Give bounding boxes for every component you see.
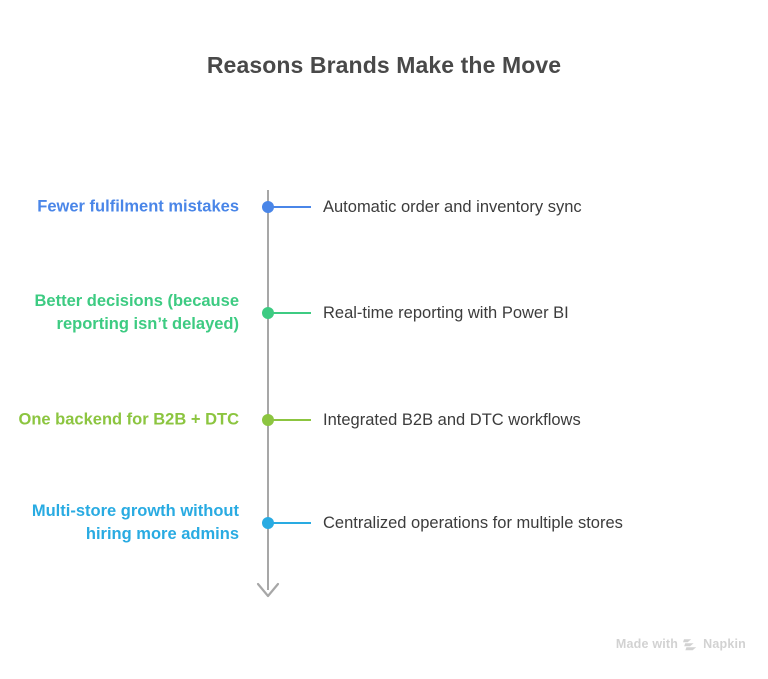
watermark-text: Made with xyxy=(615,637,679,651)
napkin-logo-icon xyxy=(683,638,698,651)
timeline-left-label-3: One backend for B2B + DTC xyxy=(18,410,239,429)
timeline-axis-line xyxy=(267,190,269,590)
timeline-right-label-2: Real-time reporting with Power BI xyxy=(323,304,569,322)
timeline-right-label-3: Integrated B2B and DTC workflows xyxy=(323,411,581,429)
page-title: Reasons Brands Make the Move xyxy=(206,52,562,78)
timeline-dot-1[interactable] xyxy=(262,201,274,213)
timeline-dot-2[interactable] xyxy=(262,307,274,319)
timeline-connector-2 xyxy=(272,312,311,314)
timeline-right-label-4: Centralized operations for multiple stor… xyxy=(323,514,623,532)
timeline-arrow-icon xyxy=(256,582,280,600)
timeline-left-label-4: Multi-store growth without hiring more a… xyxy=(31,502,239,543)
timeline-left-label-1: Fewer fulfilment mistakes xyxy=(37,197,239,216)
timeline-connector-3 xyxy=(272,419,311,421)
watermark-brand: Napkin xyxy=(703,637,746,651)
timeline-right-label-1: Automatic order and inventory sync xyxy=(323,198,582,216)
timeline: Fewer fulfilment mistakes Automatic orde… xyxy=(0,170,768,630)
timeline-connector-4 xyxy=(272,522,311,524)
timeline-dot-3[interactable] xyxy=(262,414,274,426)
napkin-watermark: Made with Napkin xyxy=(616,637,746,651)
timeline-left-label-2: Better decisions (because reporting isn’… xyxy=(34,292,240,333)
timeline-dot-4[interactable] xyxy=(262,517,274,529)
timeline-connector-1 xyxy=(272,206,311,208)
